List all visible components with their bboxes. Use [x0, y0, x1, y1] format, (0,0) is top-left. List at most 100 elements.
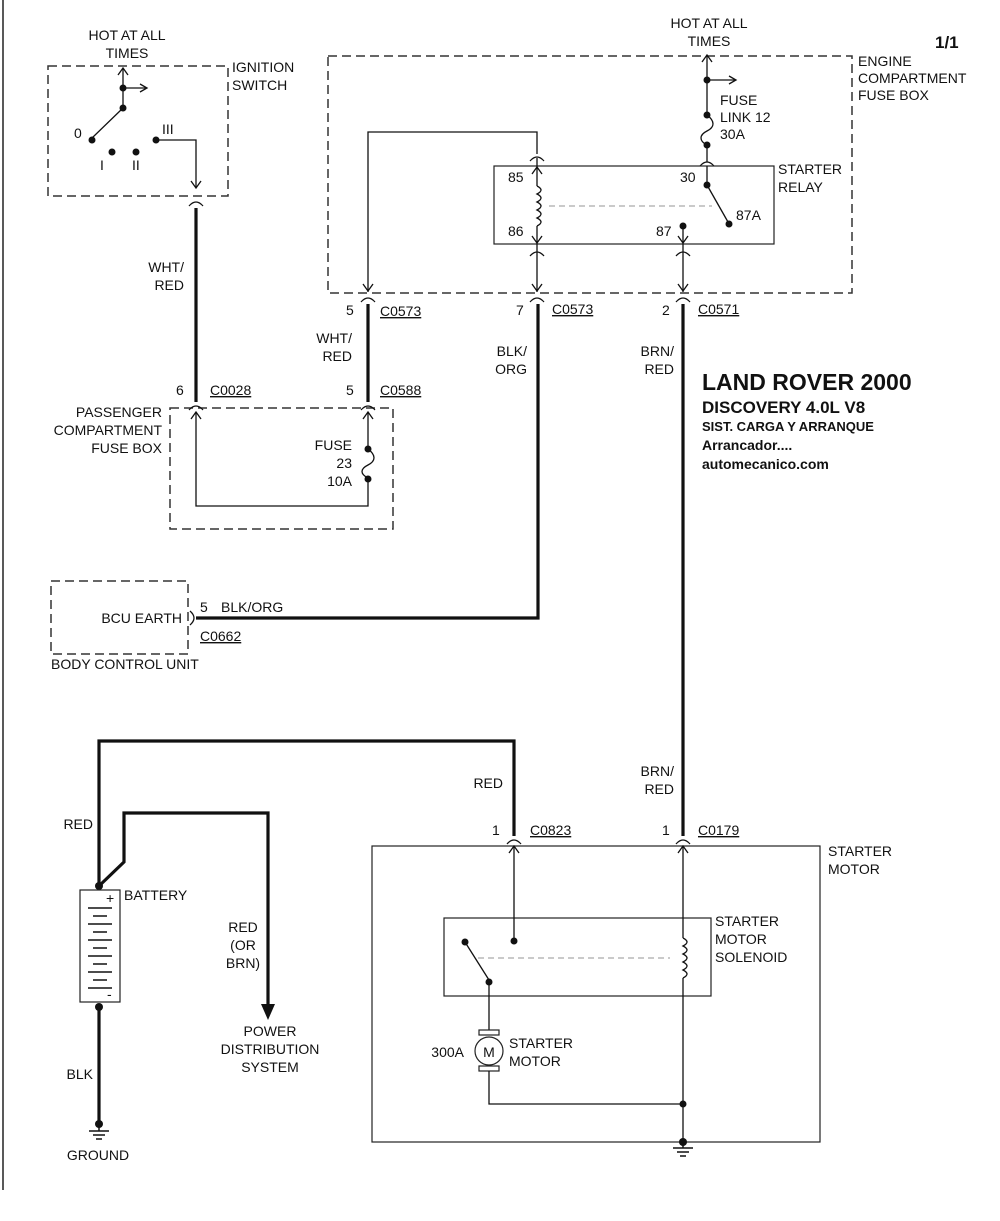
- c0573-7-arrow-icon: [531, 283, 543, 293]
- pass-label-l1: PASSENGER: [76, 404, 162, 420]
- c0179-label: C0179: [698, 822, 739, 838]
- pass-label-l3: FUSE BOX: [91, 440, 162, 456]
- c0588-pin: 5: [346, 382, 354, 398]
- motor-brush-top: [478, 1029, 500, 1036]
- c0028-label: C0028: [210, 382, 251, 398]
- motor-ground-wire: [488, 1071, 683, 1105]
- c0179-pin: 1: [662, 822, 670, 838]
- ground-icon: [89, 1124, 109, 1140]
- c0179-connector-icon: [675, 839, 691, 845]
- relay-coil-arrow-icon: [531, 235, 543, 245]
- relay-pin-87a: 87A: [736, 207, 762, 223]
- fuse23-bottom: [364, 475, 372, 483]
- ign-out-arrow-icon: [190, 180, 202, 190]
- starter-motor-icon: [474, 1036, 504, 1066]
- ign-label-l2: SWITCH: [232, 77, 287, 93]
- eng-junction: [703, 76, 711, 84]
- ign-arrow-right-icon: [139, 83, 149, 93]
- title-line5: automecanico.com: [702, 456, 829, 472]
- wire-red-top: RED: [473, 775, 503, 791]
- wire-blk-org-l2: ORG: [495, 361, 527, 377]
- starter-motor-box: [371, 845, 821, 1143]
- ign-posI-contact: [108, 148, 116, 156]
- c0571-arrow-icon: [677, 283, 689, 293]
- c0179-arrow-icon: [677, 844, 689, 854]
- relay-label-l2: RELAY: [778, 179, 824, 195]
- wire-blk-org-l1: BLK/: [497, 343, 527, 359]
- fuse-link-12-icon: [700, 114, 714, 146]
- solenoid-l1: STARTER: [715, 913, 779, 929]
- ign-posII: II: [132, 157, 140, 173]
- ign-pos0-contact: [88, 136, 96, 144]
- fuse23-l1: FUSE: [315, 437, 352, 453]
- wire-brn-red-1-l1: BRN/: [641, 343, 675, 359]
- fuse-link-l2: LINK 12: [720, 109, 771, 125]
- c0662-connector-icon: [189, 610, 195, 626]
- eng-arrow-up-icon: [701, 53, 713, 63]
- fuse23-l3: 10A: [327, 473, 353, 489]
- power-dist-arrow-icon: [261, 1004, 275, 1020]
- ign-junction: [119, 84, 127, 92]
- wire-wht-red-2-l2: RED: [322, 348, 352, 364]
- battery-cells-icon: [88, 907, 112, 989]
- c0588-arrow-icon: [362, 410, 374, 420]
- ign-hot-l1: HOT AT ALL: [88, 27, 165, 43]
- relay-87-arrow-icon: [677, 235, 689, 245]
- ign-switch-blade: [91, 107, 124, 139]
- fuse-link-l3: 30A: [720, 126, 746, 142]
- power-dist-l2: DISTRIBUTION: [221, 1041, 320, 1057]
- wire-wht-red-2-l1: WHT/: [316, 330, 352, 346]
- starter-label-l1: STARTER: [828, 843, 892, 859]
- starter-relay-box: [493, 165, 775, 245]
- battery-minus: -: [107, 986, 112, 1002]
- bcu-label: BODY CONTROL UNIT: [51, 656, 199, 672]
- solenoid-box: [443, 917, 712, 997]
- battery-plus: +: [106, 890, 114, 906]
- pass-fuse-loop-wire: [195, 412, 369, 507]
- eng-label-l2: COMPARTMENT: [858, 70, 967, 86]
- ign-posIII: III: [162, 121, 174, 137]
- motor-amps: 300A: [431, 1044, 464, 1060]
- c0573-5-connector-icon: [360, 297, 376, 303]
- body-control-unit: BCU EARTH BODY CONTROL UNIT 5 BLK/ORG C0…: [50, 580, 283, 672]
- wire-wht-red-1-l2: RED: [154, 277, 184, 293]
- ign-posI: I: [100, 157, 104, 173]
- relay-pin-87: 87: [656, 223, 672, 239]
- battery-icon: [79, 889, 121, 1003]
- ignition-switch-box: [47, 65, 229, 197]
- starter-motor-assembly: STARTER MOTOR 1 C0823 1 C0179 STARTER MO…: [371, 822, 892, 1157]
- solenoid-l2: MOTOR: [715, 931, 767, 947]
- power-dist-l1: POWER: [244, 1023, 297, 1039]
- c0573-5-arrow-icon: [362, 283, 374, 293]
- title-line2: DISCOVERY 4.0L V8: [702, 398, 865, 417]
- c0573a-pin: 5: [346, 302, 354, 318]
- solenoid-coil-icon: [681, 937, 688, 979]
- c0573a-label: C0573: [380, 303, 421, 319]
- ign-connector-icon: [188, 201, 204, 207]
- eng-label-l1: ENGINE: [858, 53, 912, 69]
- relay-87a-contact: [725, 220, 733, 228]
- c0573-7-connector-icon: [529, 297, 545, 303]
- wire-brn-red-1-l2: RED: [644, 361, 674, 377]
- relay-87-connector-icon: [675, 251, 691, 257]
- wire-blk-org: [196, 304, 540, 620]
- motor-symbol: M: [483, 1044, 495, 1060]
- relay-pin-86: 86: [508, 223, 524, 239]
- c0588-label: C0588: [380, 382, 421, 398]
- starter-ground-icon: [673, 1142, 693, 1157]
- solenoid-l3: SOLENOID: [715, 949, 787, 965]
- page-number: 1/1: [935, 33, 959, 52]
- solenoid-contact-upper: [510, 937, 518, 945]
- bcu-earth: BCU EARTH: [101, 610, 182, 626]
- c0571-pin: 2: [662, 302, 670, 318]
- c0823-pin: 1: [492, 822, 500, 838]
- battery-circuit: RED RED RED (OR BRN) POWER DISTRIBUTION …: [63, 739, 516, 1163]
- eng-hot-l2: TIMES: [688, 33, 731, 49]
- eng-arrow-right-icon: [728, 75, 738, 85]
- motor-l1: STARTER: [509, 1035, 573, 1051]
- motor-l2: MOTOR: [509, 1053, 561, 1069]
- wire-brn-red-2-l2: RED: [644, 781, 674, 797]
- fuse23-l2: 23: [336, 455, 352, 471]
